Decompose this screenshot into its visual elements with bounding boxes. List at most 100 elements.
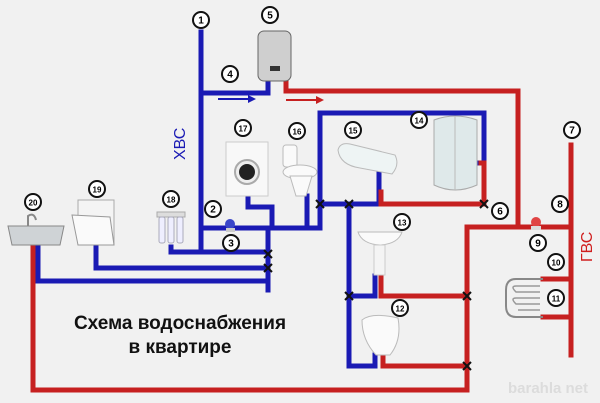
marker-5: 5 [261,6,279,24]
bathtub-icon [337,143,398,175]
marker-number: 15 [349,127,358,136]
shower-cabin-icon [433,115,478,191]
junction-mark [479,199,489,209]
marker-number: 3 [228,239,234,250]
marker-circle [234,119,252,137]
marker-circle [410,111,428,129]
cold-basin-riser [346,201,378,369]
marker-13: 13 [393,213,411,231]
marker-number: 18 [167,196,176,205]
hot-flow-arrowhead [316,96,324,104]
cold-riser-label: ХВС [172,127,189,160]
cold-dishwasher [93,242,271,271]
junction-mark [263,249,273,259]
cold-water-pipes [35,29,487,369]
toilet-icon [282,144,318,197]
hot-riser-label: ГВС [579,231,596,262]
marker-4: 4 [221,65,239,83]
marker-11: 11 [547,289,565,307]
marker-circle [222,234,240,252]
cold-basin [346,273,378,299]
hot-basin [378,273,470,299]
marker-circle [88,180,106,198]
marker-number: 6 [497,207,503,218]
marker-number: 12 [396,305,405,314]
marker-number: 9 [535,239,541,250]
marker-number: 10 [552,259,561,268]
marker-number: 14 [415,117,424,126]
marker-number: 13 [398,219,407,228]
marker-circle [547,289,565,307]
marker-number: 17 [239,125,248,134]
appliances [7,30,543,356]
title-line-1: Схема водоснабжения [73,313,287,334]
marker-number: 5 [267,11,273,22]
marker-circle [529,234,547,252]
marker-circle [192,11,210,29]
marker-number: 8 [557,200,563,211]
marker-number: 20 [29,199,38,208]
marker-circle [221,65,239,83]
marker-17: 17 [234,119,252,137]
marker-10: 10 [547,253,565,271]
cold-water-meter-icon [225,219,235,232]
marker-19: 19 [88,180,106,198]
marker-circle [391,299,409,317]
marker-9: 9 [529,234,547,252]
cold-bath-tub [317,169,382,207]
junction-mark [462,361,472,371]
marker-circle [393,213,411,231]
marker-number: 1 [198,16,204,27]
cold-washer [245,193,275,231]
marker-number: 4 [227,70,233,81]
marker-18: 18 [162,190,180,208]
title-line-2: в квартире [128,337,232,358]
marker-number: 19 [93,186,102,195]
hot-water-meter-icon [531,217,541,230]
cold-boiler-branch [198,80,271,96]
dishwasher-icon [71,199,115,246]
marker-7: 7 [563,121,581,139]
marker-16: 16 [288,122,306,140]
marker-number: 7 [569,126,575,137]
marker-number: 11 [552,295,561,304]
marker-circle [491,202,509,220]
marker-circle [563,121,581,139]
junction-mark [344,199,354,209]
marker-2: 2 [204,200,222,218]
marker-20: 20 [24,193,42,211]
marker-circle [204,200,222,218]
marker-6: 6 [491,202,509,220]
water-filter-icon [156,211,186,244]
marker-circle [24,193,42,211]
cold-filter [168,244,271,255]
cold-sink [35,242,271,284]
flow-arrows [218,95,324,104]
marker-number: 2 [210,205,216,216]
marker-circle [162,190,180,208]
towel-rail-icon [505,278,543,318]
watermark: barahla net [508,380,589,397]
washbasin-icon [357,231,403,276]
marker-3: 3 [222,234,240,252]
marker-circle [547,253,565,271]
junction-mark [462,291,472,301]
hot-sink [30,242,470,393]
marker-8: 8 [551,195,569,213]
marker-circle [261,6,279,24]
marker-15: 15 [344,121,362,139]
kitchen-sink-icon [7,213,65,246]
marker-circle [344,121,362,139]
marker-12: 12 [391,299,409,317]
junction-mark [263,263,273,273]
hot-boiler-out [283,80,521,230]
marker-1: 1 [192,11,210,29]
junction-marks [263,199,489,371]
marker-14: 14 [410,111,428,129]
marker-number: 16 [293,128,302,137]
diagram-title: Схема водоснабжения в квартире [20,312,340,360]
junction-mark [344,291,354,301]
